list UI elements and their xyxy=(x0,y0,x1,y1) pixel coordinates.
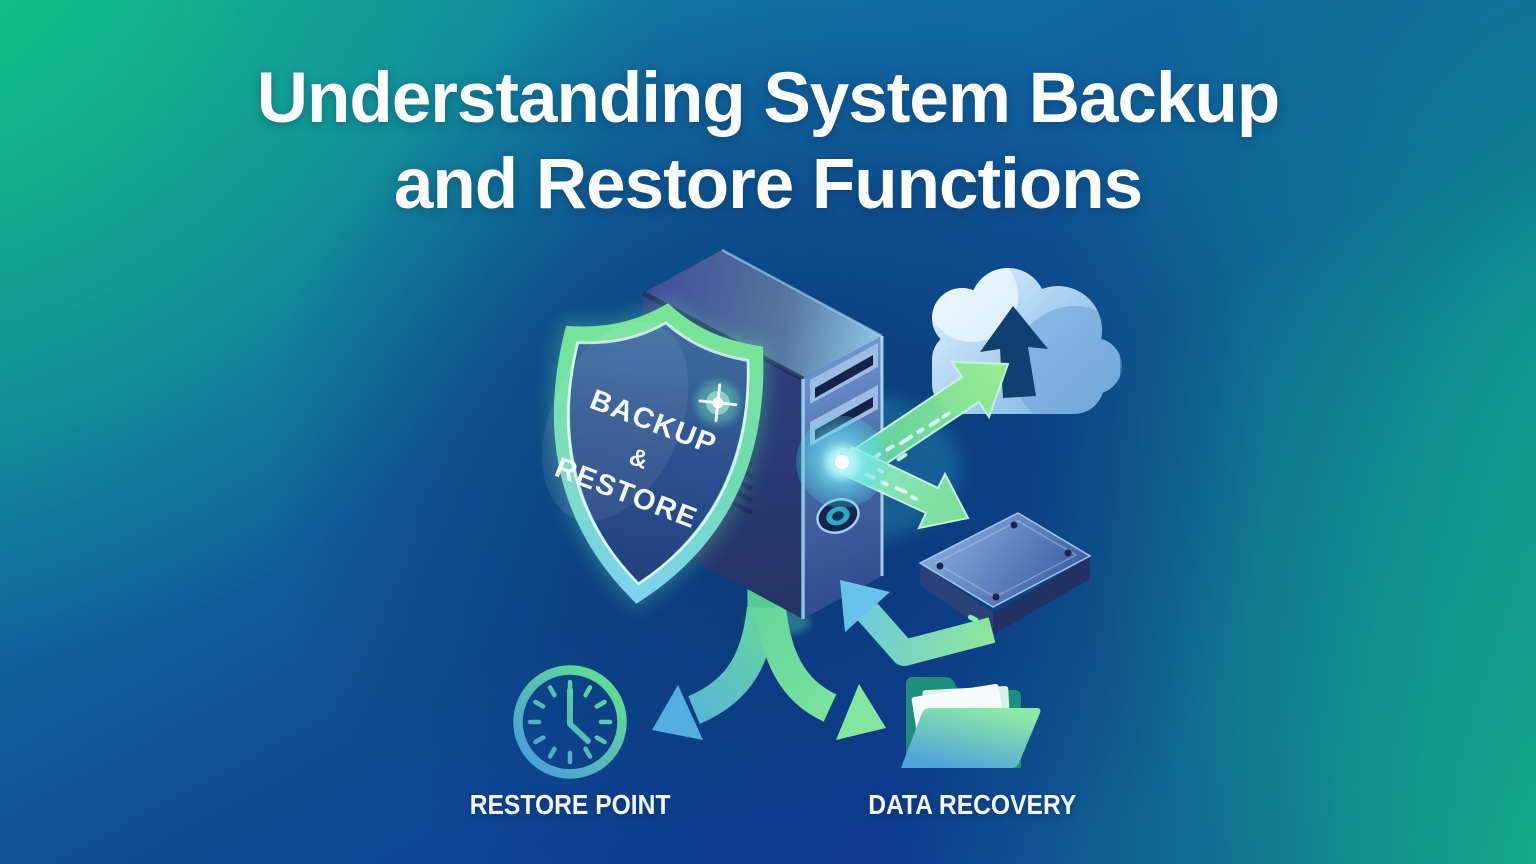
title-line-1: Understanding System Backup xyxy=(256,59,1280,138)
arrow-to-restore-point xyxy=(652,606,777,740)
title-line-2: and Restore Functions xyxy=(393,145,1143,224)
data-recovery-folder-icon xyxy=(901,677,1041,768)
drive-led xyxy=(968,614,979,623)
shield-sparkle xyxy=(695,380,740,425)
arrow-from-drive xyxy=(840,580,996,666)
data-glow-point xyxy=(796,416,888,508)
arrow-to-data-recovery xyxy=(756,606,886,740)
backup-restore-shield-icon: BACKUP & RESTORE xyxy=(542,298,768,609)
data-recovery-label: DATA RECOVERY xyxy=(867,789,1077,820)
page-title: Understanding System Backup and Restore … xyxy=(0,56,1536,228)
external-drive-icon xyxy=(918,512,1092,635)
power-button xyxy=(816,498,860,534)
restore-point-label: RESTORE POINT xyxy=(469,789,671,820)
clock-hands xyxy=(567,687,591,744)
tower-top-face xyxy=(643,250,882,379)
upload-arrow-icon xyxy=(980,306,1048,398)
restore-point-clock-icon xyxy=(513,665,627,779)
